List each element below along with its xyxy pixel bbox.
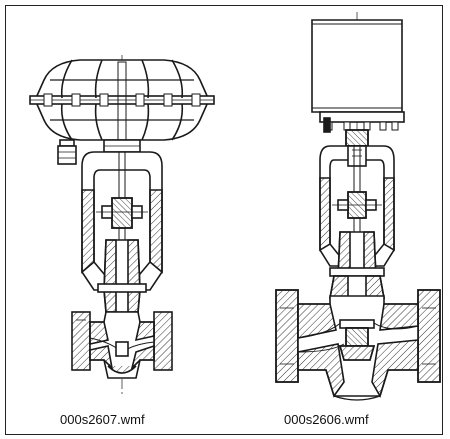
bonnet — [97, 239, 147, 313]
figure-caption-right: 000s2606.wmf — [284, 412, 369, 427]
figure-caption-left: 000s2607.wmf — [60, 412, 145, 427]
left-valve — [29, 55, 215, 395]
electric-actuator-housing — [311, 19, 405, 133]
air-connection-fitting — [57, 139, 77, 165]
diaphragm-actuator — [29, 59, 215, 141]
valve-body — [71, 311, 173, 379]
bonnet-right — [329, 231, 385, 299]
valve-body-right — [275, 289, 441, 401]
right-valve — [275, 12, 441, 401]
